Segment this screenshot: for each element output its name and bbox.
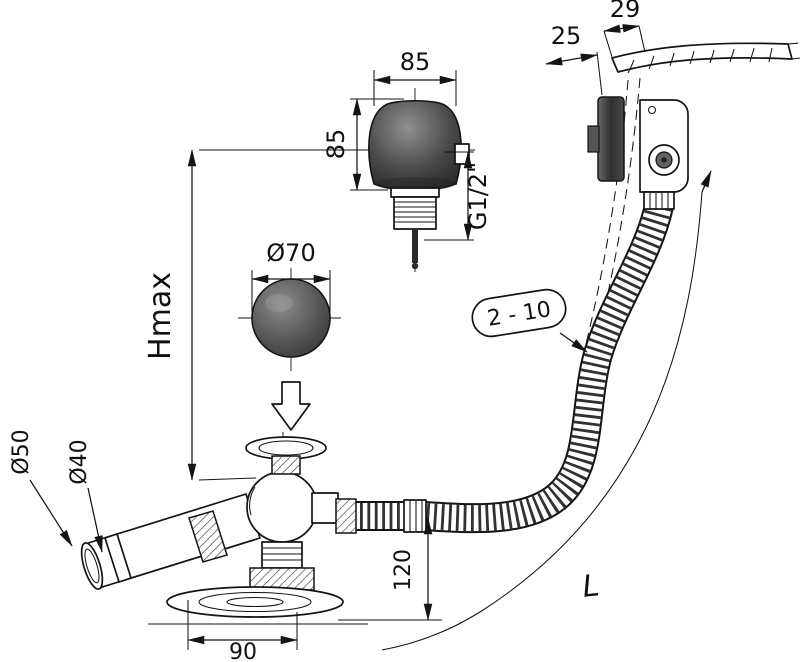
plug-cap [251, 278, 331, 358]
dim-siphon-height-label: 120 [391, 549, 416, 591]
dim-siphon-height-120: 120 [338, 517, 442, 621]
dim-rim-offset-25: 25 [545, 22, 603, 96]
bath-wall-hidden-inner [585, 79, 629, 345]
dim-rim-width-label: 29 [610, 0, 641, 23]
flexible-hose [354, 206, 659, 532]
hose-length-label: L [581, 568, 601, 605]
rim-dashed-extension-top [787, 42, 800, 45]
dim-knob-height: 85 [322, 98, 404, 191]
dim-hmax-label: Hmax [143, 272, 178, 360]
overflow-small-screw [647, 105, 657, 115]
hose-union-nut [403, 499, 427, 533]
outlet-end-inner [84, 548, 100, 584]
knob-collar [390, 187, 440, 198]
overflow-body-lug [587, 125, 600, 153]
callout-bubble [471, 288, 567, 338]
dim-plug-diameter-label: Ø70 [266, 239, 315, 267]
assembly-arrow [271, 381, 311, 431]
dim-hmax: Hmax [143, 149, 362, 481]
outlet-end-outer [80, 542, 104, 590]
dim-flange-offset-90: 90 [187, 600, 298, 662]
overflow-face-bracket [639, 99, 689, 193]
dim-knob-height-label: 85 [322, 129, 350, 160]
dim-thread-size: G1/2" [424, 151, 492, 241]
knob-cable-pin [412, 229, 418, 263]
hose-drain-nut [335, 498, 357, 534]
rim-dashed-extension-bottom [791, 57, 800, 60]
drain-tail-thread [261, 541, 303, 569]
siphon-body-arc [249, 486, 256, 516]
dim-outlet-outer-label: Ø50 [9, 429, 34, 474]
dim-outlet-outer: Ø50 [9, 429, 73, 547]
drain-assembly [80, 432, 368, 625]
outlet-pipe-ring [104, 533, 132, 583]
outlet-pipe-nut [188, 510, 228, 563]
dim-thread-label: G1/2" [464, 162, 492, 230]
knob-side-tab [454, 143, 470, 165]
knob-threaded-neck [393, 196, 437, 230]
siphon-body [246, 471, 318, 543]
callout-leader [559, 332, 588, 353]
drain-plug [245, 436, 327, 475]
bath-rim-section [611, 42, 793, 73]
drain-flange [166, 586, 344, 618]
bath-rim-hatching [627, 47, 773, 74]
dim-rim-offset-label: 25 [551, 22, 582, 50]
dim-knob-width: 85 [373, 48, 457, 106]
overflow-screw-ring [648, 144, 680, 176]
bathtub-section [381, 42, 800, 651]
overflow-fitting [587, 96, 689, 210]
wall-thickness-callout: 2 - 10 [471, 288, 588, 353]
dim-outlet-inner: Ø40 [67, 439, 103, 553]
bath-floor-curve [381, 191, 703, 651]
plug-cap-group [238, 268, 344, 431]
knob-cable-end [411, 262, 419, 270]
dim-flange-offset-label: 90 [229, 640, 257, 662]
drain-flange-inner [198, 591, 312, 613]
drain-flange-hole [226, 596, 284, 608]
dim-outlet-inner-label: Ø40 [67, 439, 92, 484]
overflow-knob-assembly [352, 88, 475, 272]
dim-knob-width-label: 85 [400, 48, 431, 76]
hose-top-connector [643, 191, 675, 210]
bath-floor-arrow [700, 170, 712, 193]
dim-plug-diameter: Ø70 [251, 239, 331, 312]
hose-tee [311, 492, 339, 524]
overflow-screw-center [661, 157, 667, 163]
overflow-body-block [597, 96, 625, 182]
dim-rim-width-29: 29 [603, 0, 646, 58]
plug-cap-highlight [265, 294, 293, 312]
